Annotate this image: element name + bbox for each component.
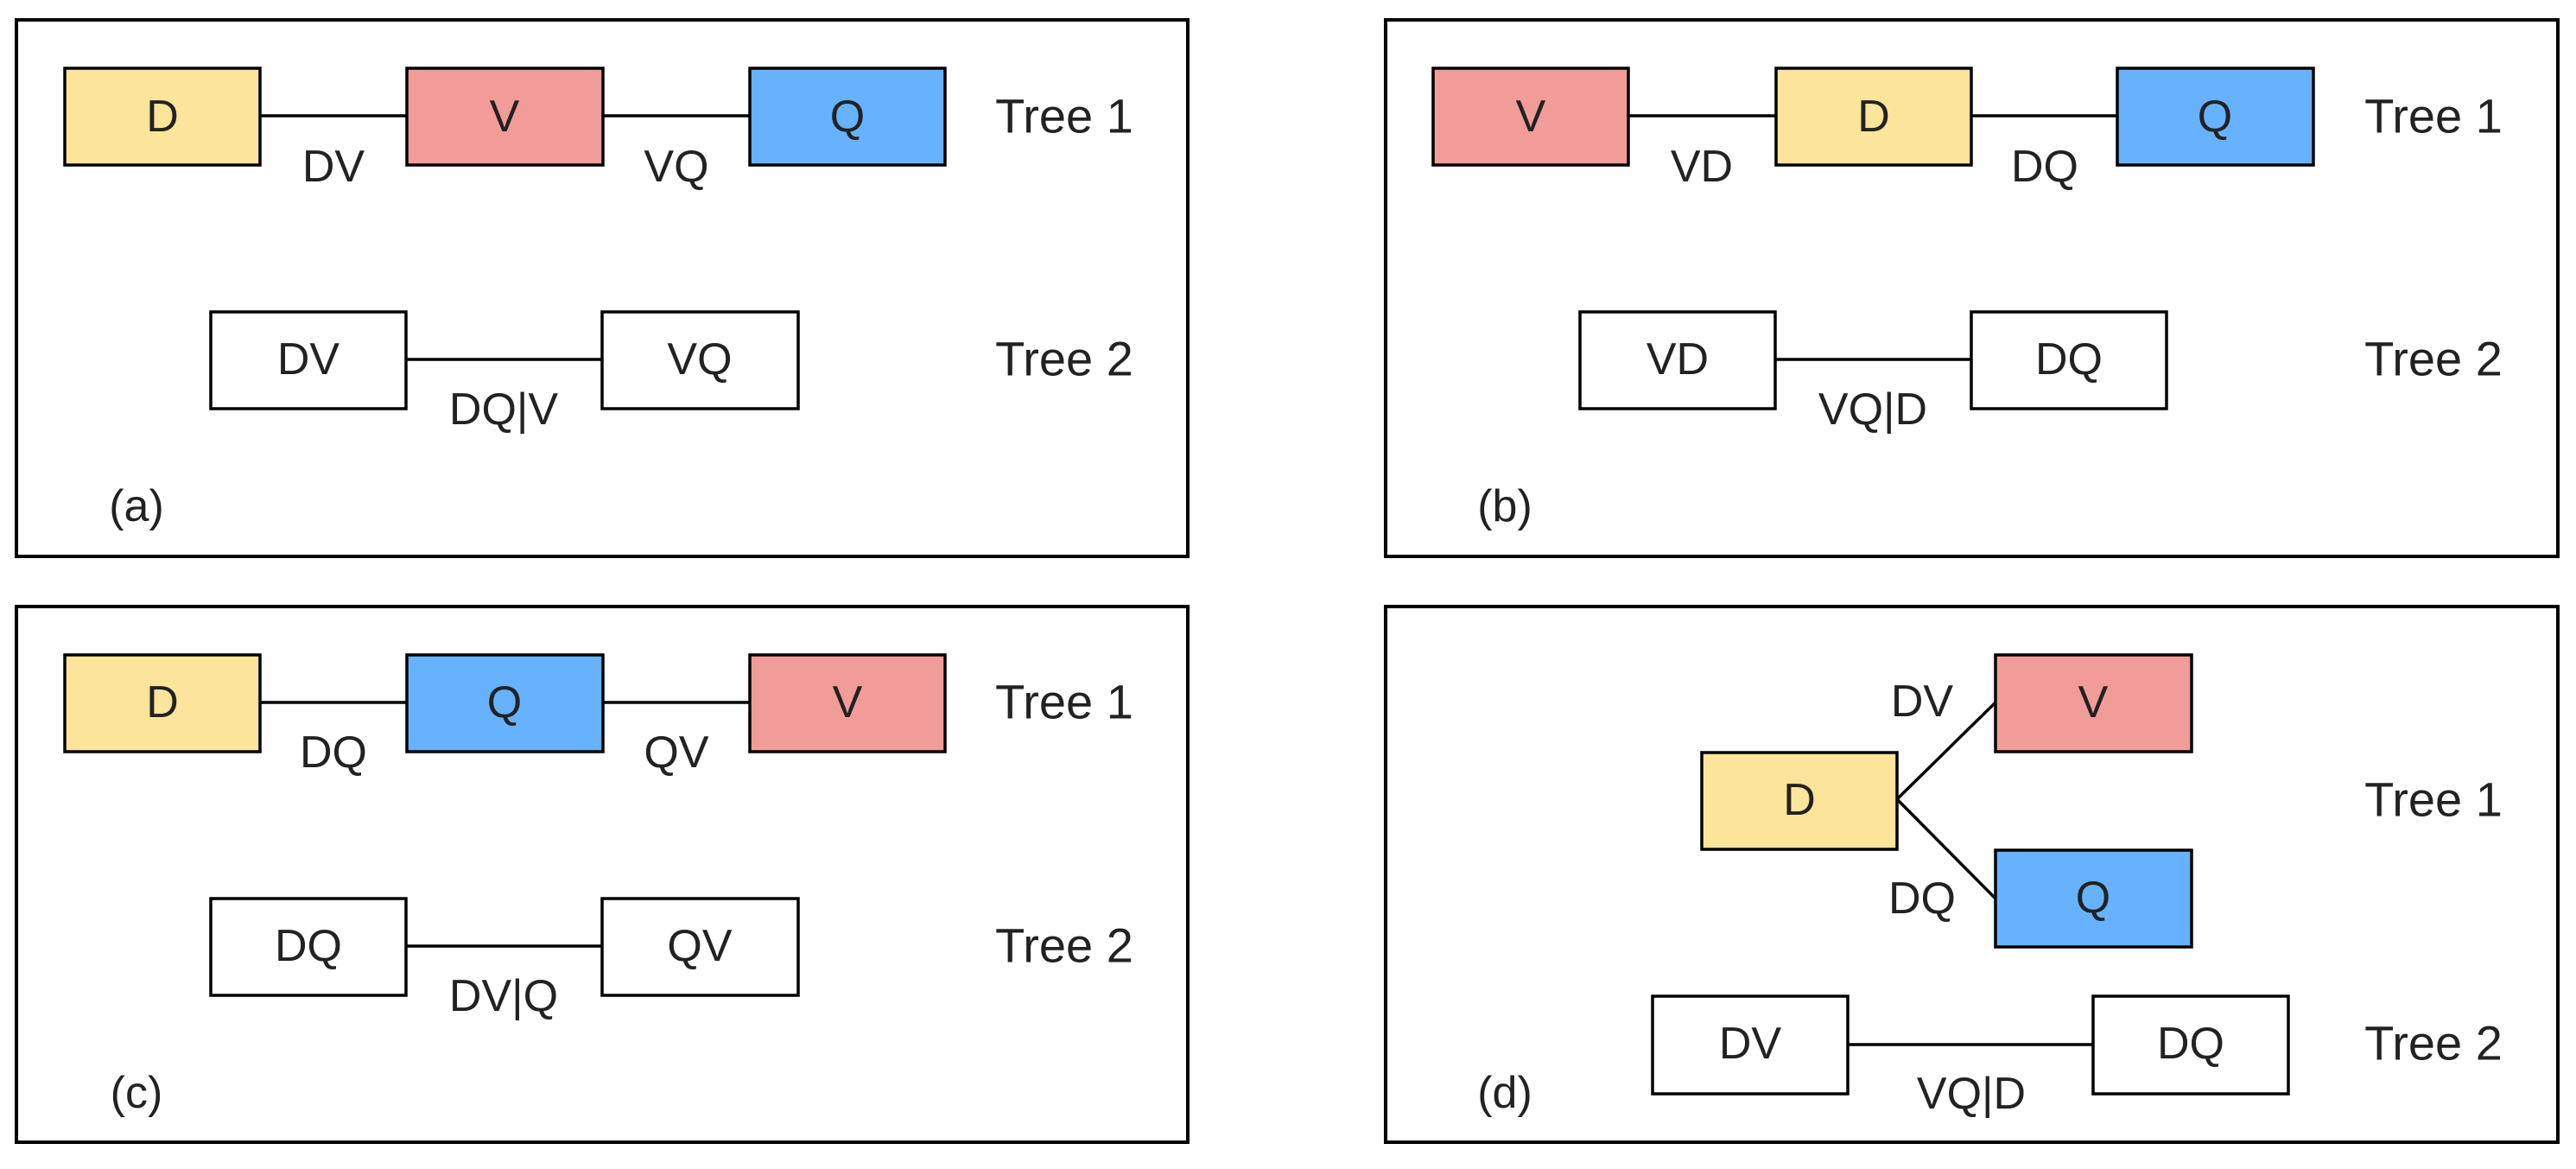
panel-a-edge-label-2: VQ bbox=[644, 142, 708, 192]
panel-a-tree2-edge-label: DQ|V bbox=[449, 384, 559, 435]
panel-c: D Q V DQ QV Tree 1 DQ QV DV|Q Tree 2 (c) bbox=[15, 605, 1190, 1144]
panel-c-tree2-label: Tree 2 bbox=[995, 918, 1133, 973]
panel-d-tree2-node-2-label: DQ bbox=[2157, 1019, 2224, 1069]
panel-d-tree2-node-2 bbox=[2091, 994, 2290, 1096]
panel-d-tree2-node-1-label: DV bbox=[1719, 1019, 1782, 1069]
panel-c-node-3 bbox=[748, 653, 947, 753]
panel-a: D V Q DV VQ Tree 1 DV VQ DQ|V Tree 2 (a) bbox=[15, 18, 1190, 558]
panel-b-node-2-label: D bbox=[1857, 92, 1890, 142]
panel-d-edge-label-1: DV bbox=[1891, 677, 1954, 727]
panel-c-node-2 bbox=[405, 653, 605, 753]
panel-b-node-1 bbox=[1431, 67, 1630, 167]
panel-b-tree2-node-1 bbox=[1578, 310, 1777, 410]
panel-d-tree2-edge-label: VQ|D bbox=[1917, 1069, 2026, 1119]
panel-a-node-1-label: D bbox=[146, 92, 179, 142]
panel-d-root-node-label: D bbox=[1783, 775, 1816, 825]
panel-c-node-1 bbox=[63, 653, 262, 753]
panel-b: V D Q VD DQ Tree 1 VD DQ VQ|D Tree 2 (b) bbox=[1384, 18, 2560, 558]
panel-c-tree2-edge-label: DV|Q bbox=[449, 971, 558, 1021]
panel-c-tag: (c) bbox=[111, 1068, 163, 1118]
panel-d-tree1-edge-1 bbox=[1895, 701, 1997, 801]
panel-b-node-1-label: V bbox=[1516, 92, 1546, 142]
panel-b-tree2-node-2-label: DQ bbox=[2035, 334, 2103, 384]
panel-c-node-2-label: Q bbox=[487, 677, 522, 727]
panel-d-edge-label-2: DQ bbox=[1888, 874, 1956, 924]
panel-b-tree2-label: Tree 2 bbox=[2364, 332, 2503, 386]
panel-a-tree2-label: Tree 2 bbox=[995, 332, 1133, 386]
panel-d: D V Q DV DQ Tree 1 DV DQ VQ|D Tree 2 (d) bbox=[1384, 605, 2560, 1144]
panel-a-node-3-label: Q bbox=[830, 92, 865, 142]
panel-b-tree2-node-1-label: VD bbox=[1646, 334, 1709, 384]
panel-b-tree1-label: Tree 1 bbox=[2364, 89, 2503, 143]
panel-c-tree2-node-1-label: DQ bbox=[275, 921, 342, 971]
panel-a-node-2 bbox=[405, 67, 605, 167]
panel-d-root-node bbox=[1700, 751, 1899, 851]
panel-c-tree2-node-1 bbox=[209, 897, 408, 997]
panel-d-bottom-node bbox=[1994, 848, 2193, 949]
panel-a-tree2-node-1-label: DV bbox=[277, 334, 340, 384]
panel-d-tree2-node-1 bbox=[1651, 994, 1850, 1096]
panel-a-node-2-label: V bbox=[490, 92, 520, 142]
panel-a-tree2-node-1 bbox=[209, 310, 408, 410]
panel-d-tree1-label: Tree 1 bbox=[2364, 772, 2503, 827]
panel-d-top-node bbox=[1994, 653, 2193, 753]
panel-b-tag: (b) bbox=[1477, 481, 1532, 531]
panel-a-node-3 bbox=[748, 67, 947, 167]
panel-d-tree1-edge-2 bbox=[1895, 797, 1997, 900]
panel-d-tag: (d) bbox=[1477, 1068, 1532, 1118]
panel-c-edge-label-2: QV bbox=[644, 727, 708, 778]
panel-b-node-2 bbox=[1774, 67, 1973, 167]
panel-c-tree2-node-2-label: QV bbox=[667, 921, 732, 971]
panel-a-tree2-node-2 bbox=[600, 310, 800, 410]
panel-a-tag: (a) bbox=[109, 481, 164, 531]
panel-b-node-3-label: Q bbox=[2198, 92, 2232, 142]
panel-d-tree2-label: Tree 2 bbox=[2364, 1016, 2503, 1071]
panel-c-node-1-label: D bbox=[146, 677, 179, 727]
panel-a-node-1 bbox=[63, 67, 262, 167]
panel-a-edge-label-1: DV bbox=[302, 142, 365, 192]
panel-b-edge-label-1: VD bbox=[1671, 142, 1733, 192]
panel-b-tree2-node-2 bbox=[1970, 310, 2168, 410]
panel-c-tree1-label: Tree 1 bbox=[995, 675, 1133, 729]
panel-d-bottom-node-label: Q bbox=[2076, 873, 2110, 923]
panel-a-tree2-node-2-label: VQ bbox=[667, 334, 732, 384]
panel-c-edge-label-1: DQ bbox=[300, 727, 367, 778]
panel-c-node-3-label: V bbox=[833, 677, 863, 727]
panel-b-node-3 bbox=[2116, 67, 2315, 167]
panel-d-top-node-label: V bbox=[2078, 677, 2109, 727]
panel-b-edge-label-2: DQ bbox=[2011, 142, 2078, 192]
panel-c-tree2-node-2 bbox=[600, 897, 800, 997]
panel-b-tree2-edge-label: VQ|D bbox=[1818, 384, 1927, 435]
panel-a-tree1-label: Tree 1 bbox=[995, 89, 1133, 143]
